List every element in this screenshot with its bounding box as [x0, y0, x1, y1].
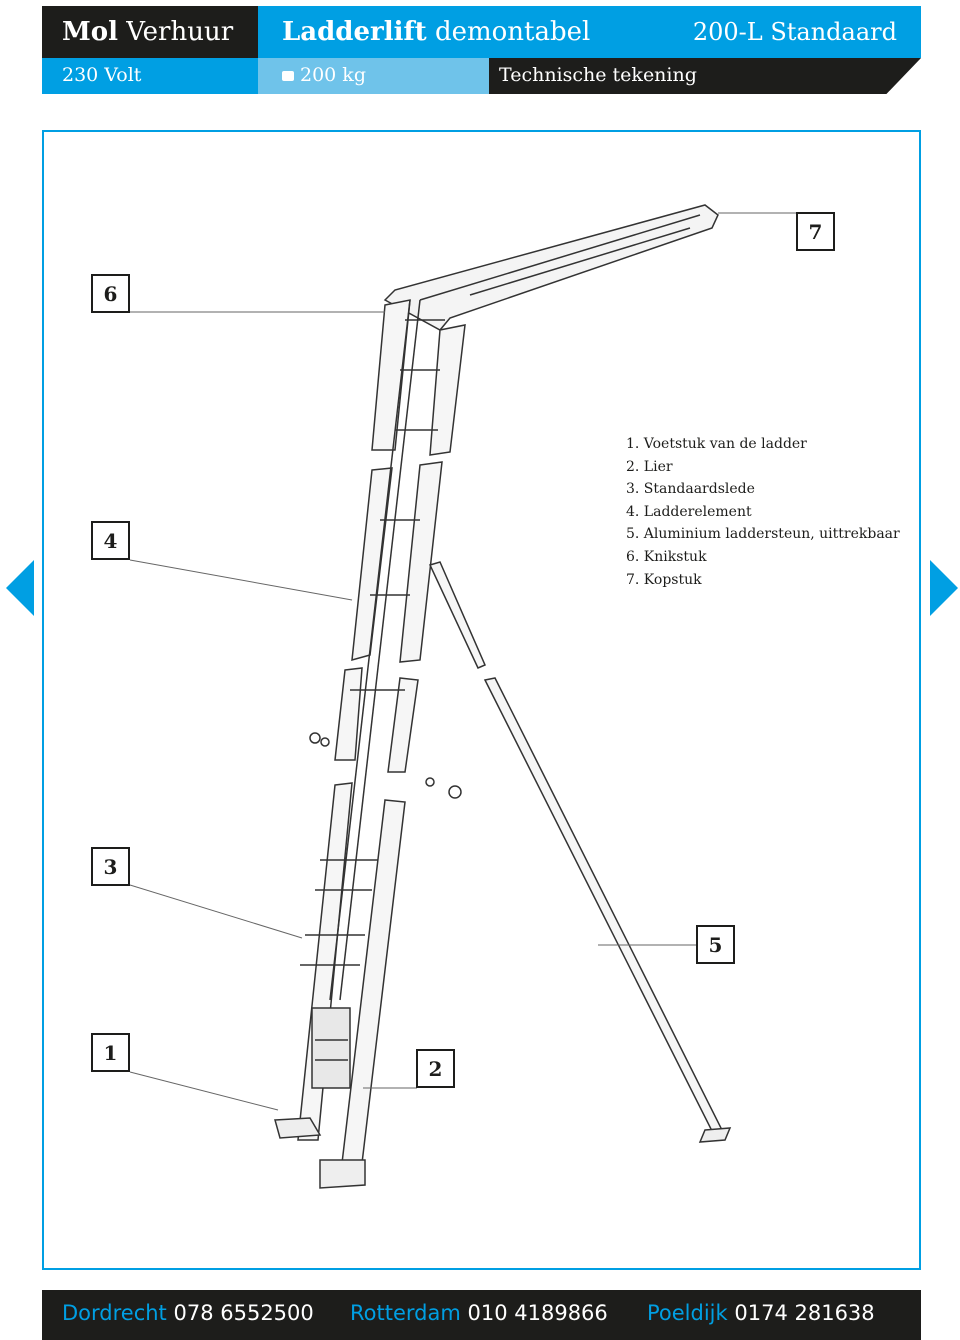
- legend-item: 1. Voetstuk van de ladder: [626, 436, 807, 452]
- contact-dordrecht[interactable]: Dordrecht 078 6552500: [62, 1290, 314, 1336]
- legend-item: 3. Standaardslede: [626, 481, 755, 498]
- prev-arrow-icon[interactable]: [6, 560, 34, 616]
- contact-phone: 010 4189866: [467, 1301, 608, 1325]
- drawing-frame: [42, 130, 921, 1270]
- svg-text:5: 5: [709, 933, 723, 957]
- brand-bold: Mol: [62, 17, 118, 47]
- legend-item: 6. Knikstuk: [626, 548, 707, 565]
- callout-leaders: [129, 212, 797, 1111]
- brand-logo[interactable]: Mol Verhuur: [42, 6, 258, 58]
- contact-rotterdam[interactable]: Rotterdam 010 4189866: [350, 1290, 608, 1336]
- callout-1: 1: [91, 1033, 130, 1072]
- contact-city: Poeldijk: [647, 1301, 728, 1325]
- weight-icon: [282, 71, 294, 81]
- ladder-lift-illustration: [274, 204, 732, 1189]
- header-top: Mol Verhuur Ladderlift demontabel 200-L …: [42, 6, 921, 58]
- callout-7: 7: [796, 212, 835, 251]
- svg-text:3: 3: [104, 855, 118, 879]
- svg-text:2: 2: [429, 1057, 443, 1081]
- legend-item: 7. Kopstuk: [626, 571, 702, 588]
- svg-text:1: 1: [104, 1041, 118, 1065]
- callout-2: 2: [416, 1049, 455, 1088]
- capacity-value: 200 kg: [300, 64, 366, 86]
- legend-item: 5. Aluminium laddersteun, uittrekbaar: [626, 526, 900, 543]
- product-model: 200-L Standaard: [692, 18, 897, 46]
- callout-boxes: 6 7 4 3 5 1 2: [91, 212, 835, 1088]
- contact-city: Dordrecht: [62, 1301, 167, 1325]
- product-title: Ladderlift demontabel: [282, 6, 590, 58]
- product-title-rest: demontabel: [434, 17, 591, 47]
- callout-4: 4: [91, 521, 130, 560]
- contact-poeldijk[interactable]: Poeldijk 0174 281638: [647, 1290, 875, 1336]
- contact-phone: 0174 281638: [734, 1301, 875, 1325]
- section-label: Technische tekening: [489, 58, 921, 94]
- product-title-bold: Ladderlift: [282, 17, 427, 47]
- callout-5: 5: [696, 925, 735, 964]
- next-arrow-icon[interactable]: [930, 560, 958, 616]
- svg-text:6: 6: [104, 282, 118, 306]
- legend-item: 2. Lier: [626, 458, 673, 475]
- contact-phone: 078 6552500: [173, 1301, 314, 1325]
- brand-rest: Verhuur: [126, 17, 234, 47]
- callout-6: 6: [91, 274, 130, 313]
- svg-text:7: 7: [809, 220, 823, 244]
- voltage-label: 230 Volt: [42, 58, 258, 94]
- footer-contacts: Dordrecht 078 6552500 Rotterdam 010 4189…: [42, 1290, 921, 1340]
- parts-legend: 1. Voetstuk van de ladder 2. Lier 3. Sta…: [626, 433, 900, 591]
- capacity-label: 200 kg: [258, 58, 489, 94]
- contact-city: Rotterdam: [350, 1301, 461, 1325]
- legend-item: 4. Ladderelement: [626, 503, 752, 520]
- callout-3: 3: [91, 847, 130, 886]
- header-sub: 230 Volt 200 kg Technische tekening: [42, 58, 921, 94]
- product-bar: Ladderlift demontabel 200-L Standaard: [258, 6, 921, 58]
- svg-text:4: 4: [104, 529, 118, 553]
